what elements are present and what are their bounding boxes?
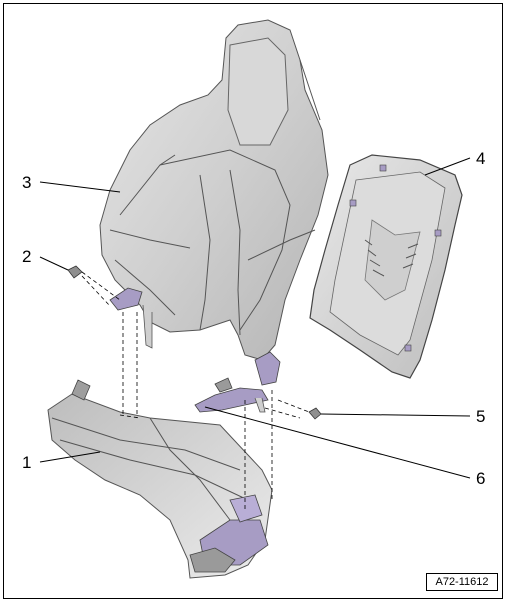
callout-5: 5	[476, 407, 485, 426]
backrest-rear-panel-part	[309, 154, 463, 379]
leader-lines	[39, 157, 471, 479]
callout-1: 1	[22, 453, 31, 472]
backrest-padding-part	[99, 19, 329, 386]
bolt-left-part	[67, 265, 83, 279]
bolt-right-part	[308, 407, 322, 420]
callout-3: 3	[22, 173, 31, 192]
callout-4: 4	[476, 149, 485, 168]
leader-4	[424, 157, 471, 176]
leader-6	[204, 406, 471, 479]
leader-3	[39, 181, 121, 193]
bracket-part	[194, 377, 269, 413]
leader-1	[39, 451, 101, 463]
leader-2	[39, 256, 69, 271]
figure-reference-code: A72-11612	[426, 573, 498, 591]
seat-cushion-part	[47, 379, 273, 579]
leader-5	[320, 413, 471, 417]
alignment-lines	[81, 271, 310, 510]
callout-6: 6	[476, 469, 485, 488]
callout-2: 2	[22, 247, 31, 266]
